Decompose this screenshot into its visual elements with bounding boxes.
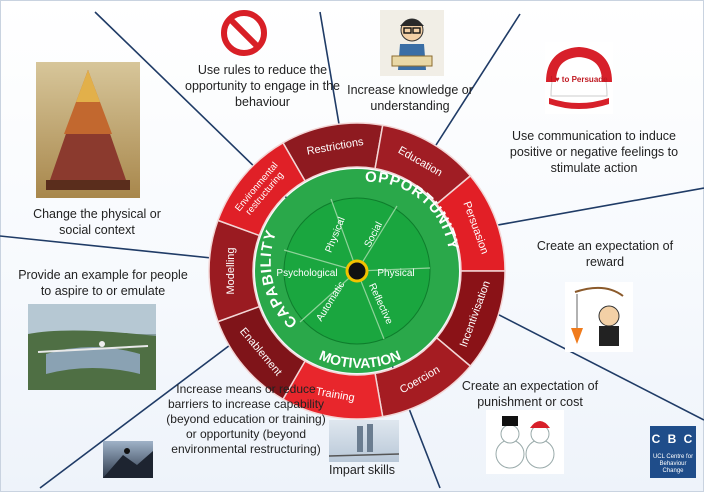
caption-enablement: Increase means or reduce barriers to inc… xyxy=(166,382,326,456)
caption-incentivisation: Create an expectation of reward xyxy=(536,239,674,269)
ucl-cbc-logo: C B C UCL Centre for Behaviour Change xyxy=(650,426,696,478)
segment-label-7: Modelling xyxy=(225,247,237,294)
caption-restrictions: Use rules to reduce the opportunity to e… xyxy=(185,63,340,109)
pyramid-icon xyxy=(46,70,130,190)
caption-environmental-restructuring: Change the physical or social context xyxy=(33,207,161,237)
prohibition-icon xyxy=(221,10,267,56)
caption-modelling: Provide an example for people to aspire … xyxy=(18,268,188,298)
reading-man-image xyxy=(380,10,444,76)
caption-education: Increase knowledge or understanding xyxy=(347,83,473,113)
hat-text: I ♥ to Persuade xyxy=(550,75,608,84)
climber-image xyxy=(103,441,153,478)
snowmen-icon xyxy=(495,416,555,469)
climber-icon xyxy=(103,448,153,478)
inner-physical-opportunity: Physical xyxy=(377,268,414,279)
centre-hub xyxy=(345,259,369,283)
no-entry-sign-image xyxy=(216,8,272,58)
caption-training: Impart skills xyxy=(329,463,395,477)
caption-coercion: Create an expectation of punishment or c… xyxy=(461,379,599,409)
carrot-icon xyxy=(571,286,624,346)
cap-icon: I ♥ to Persuade xyxy=(546,46,612,109)
reader-icon xyxy=(391,18,433,70)
intervention-ring xyxy=(208,122,506,420)
logo-letters: C B C xyxy=(651,432,695,446)
pyramid-poster-image xyxy=(36,62,140,198)
carrot-stick-image xyxy=(565,282,633,352)
logo-text: UCL Centre for Behaviour Change xyxy=(652,454,694,474)
snowmen-image xyxy=(486,410,564,474)
bridge-icon xyxy=(28,304,156,390)
tightrope-icon xyxy=(329,424,399,457)
river-bridge-image xyxy=(28,304,156,390)
inner-psychological: Psychological xyxy=(276,268,337,279)
training-image xyxy=(329,420,399,462)
caption-persuasion: Use communication to induce positive or … xyxy=(509,129,679,175)
segment-8 xyxy=(216,141,307,237)
persuade-cap-image: I ♥ to Persuade xyxy=(545,42,613,114)
